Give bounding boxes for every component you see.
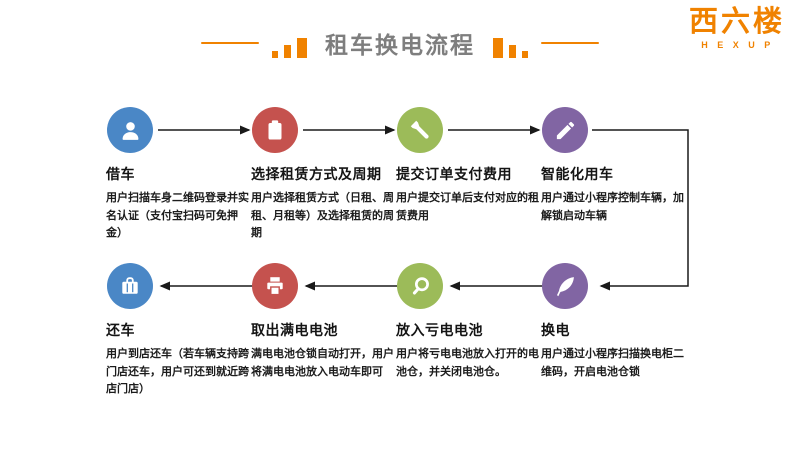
step-circle [107,107,153,153]
feather-icon [557,277,574,297]
brand-logo-subtitle: HEXUP [701,40,780,51]
step-title: 选择租赁方式及周期 [251,166,382,182]
flashlight-icon [410,120,429,139]
step-title: 借车 [106,166,135,182]
step-title: 提交订单支付费用 [396,166,512,182]
flow-step-choose-rental-plan: 选择租赁方式及周期 用户选择租赁方式（日租、周租、月租等）及选择租赁的周期 [251,107,399,243]
header-left-line [201,42,259,44]
step-title: 取出满电电池 [251,322,338,338]
step-title: 放入亏电电池 [396,322,483,338]
pencil-icon [556,121,574,139]
flow-step-take-full-battery: 取出满电电池 满电电池仓锁自动打开，用户将满电电池放入电动车即可 [251,263,399,381]
bar-chart-right-icon [493,37,528,58]
step-circle [252,107,298,153]
step-circle [397,107,443,153]
person-icon [122,121,138,140]
step-title: 换电 [541,322,570,338]
flow-step-borrow-car: 借车 用户扫描车身二维码登录并实名认证（支付宝扫码可免押金） [106,107,254,243]
flow-step-submit-order-pay: 提交订单支付费用 用户提交订单后支付对应的租赁费用 [396,107,544,225]
magnifier-icon [412,276,429,295]
bar-chart-left-icon [272,37,307,58]
step-desc: 用户提交订单后支付对应的租赁费用 [396,192,539,222]
brand-logo: 西六楼 HEXUP [684,6,790,51]
step-desc: 用户选择租赁方式（日租、周租、月租等）及选择租赁的周期 [251,192,394,239]
step-desc: 用户扫描车身二维码登录并实名认证（支付宝扫码可免押金） [106,192,249,239]
step-circle [107,263,153,309]
step-desc: 用户通过小程序扫描换电柜二维码，开启电池仓锁 [541,348,684,378]
step-desc: 满电电池仓锁自动打开，用户将满电电池放入电动车即可 [251,348,394,378]
page-title: 租车换电流程 [325,32,475,58]
step-circle [397,263,443,309]
step-circle [542,107,588,153]
flow-step-return-car: 还车 用户到店还车（若车辆支持跨门店还车，用户可还到就近跨店门店） [106,263,254,399]
step-desc: 用户将亏电电池放入打开的电池仓，并关闭电池仓。 [396,348,539,378]
step-desc: 用户通过小程序控制车辆，加解锁启动车辆 [541,192,684,222]
step-title: 还车 [106,322,135,338]
step-circle [542,263,588,309]
step-title: 智能化用车 [541,166,614,182]
slide-header: 租车换电流程 [0,26,800,60]
header-right-line [541,42,599,44]
printer-icon [267,277,283,296]
step-circle [252,263,298,309]
brand-logo-name: 西六楼 [688,6,785,38]
flow-step-battery-swap: 换电 用户通过小程序扫描换电柜二维码，开启电池仓锁 [541,263,689,381]
flow-step-smart-vehicle-use: 智能化用车 用户通过小程序控制车辆，加解锁启动车辆 [541,107,689,225]
flow-step-insert-empty-battery: 放入亏电电池 用户将亏电电池放入打开的电池仓，并关闭电池仓。 [396,263,544,381]
briefcase-icon [122,277,138,294]
clipboard-icon [268,120,282,140]
step-desc: 用户到店还车（若车辆支持跨门店还车，用户可还到就近跨店门店） [106,348,249,395]
